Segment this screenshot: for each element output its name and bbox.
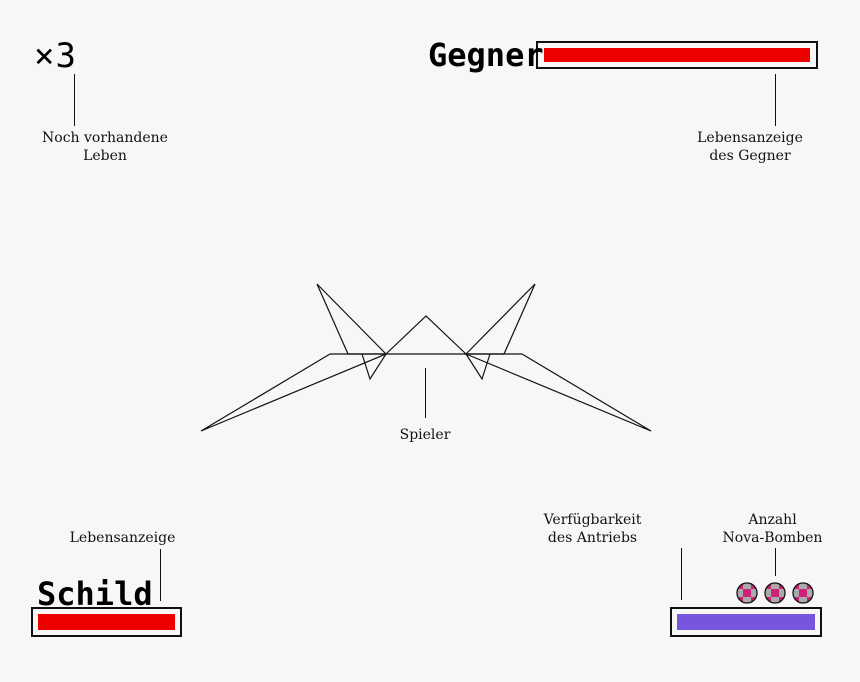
shield-label: Lebensanzeige (69, 530, 176, 546)
ship-right-antenna-edge (503, 283, 536, 355)
ship-left-keel (361, 353, 387, 381)
ship-center-fin (385, 315, 467, 355)
nova-bomb-icon (736, 582, 758, 604)
lives-label-line1: Noch vorhandene (42, 130, 168, 146)
bombs-leader-line (775, 548, 776, 576)
enemy-health-bar (536, 41, 818, 69)
player-label: Spieler (399, 427, 451, 443)
enemy-title: Gegner (428, 36, 544, 74)
enemy-health-fill (544, 48, 810, 62)
ship-right-antenna (464, 283, 536, 355)
enemy-label-line1: Lebensanzeige (697, 130, 803, 146)
ship-left-antenna (316, 283, 388, 355)
shield-leader-line (160, 549, 161, 601)
lives-leader-line (74, 74, 75, 126)
lives-label: Noch vorhandene Leben (20, 129, 190, 165)
shield-health-fill (38, 614, 175, 630)
shield-title: Schild (37, 575, 153, 613)
lives-label-line2: Leben (83, 148, 127, 164)
ship-left-wing (200, 353, 387, 432)
boost-fill (677, 614, 815, 630)
boost-leader-line (681, 548, 682, 600)
boost-label-line1: Verfügbarkeit (543, 512, 642, 528)
shield-health-bar (31, 607, 182, 637)
bombs-label-line1: Anzahl (748, 512, 797, 528)
boost-label-line2: des Antriebs (547, 530, 638, 546)
ship-right-keel (465, 353, 491, 381)
boost-bar (670, 607, 822, 637)
nova-bomb-icon (764, 582, 786, 604)
bombs-label-line2: Nova-Bomben (722, 530, 823, 546)
boost-label: Verfügbarkeit des Antriebs (520, 511, 665, 547)
ship-left-antenna-edge (316, 283, 349, 355)
enemy-leader-line (775, 74, 776, 126)
lives-counter: ×3 (34, 36, 77, 76)
enemy-label: Lebensanzeige des Gegner (665, 129, 835, 165)
enemy-label-line2: des Gegner (709, 148, 791, 164)
nova-bomb-icon (792, 582, 814, 604)
bombs-label: Anzahl Nova-Bomben (700, 511, 845, 547)
ship-right-wing (465, 353, 652, 432)
player-leader-line (425, 368, 426, 418)
